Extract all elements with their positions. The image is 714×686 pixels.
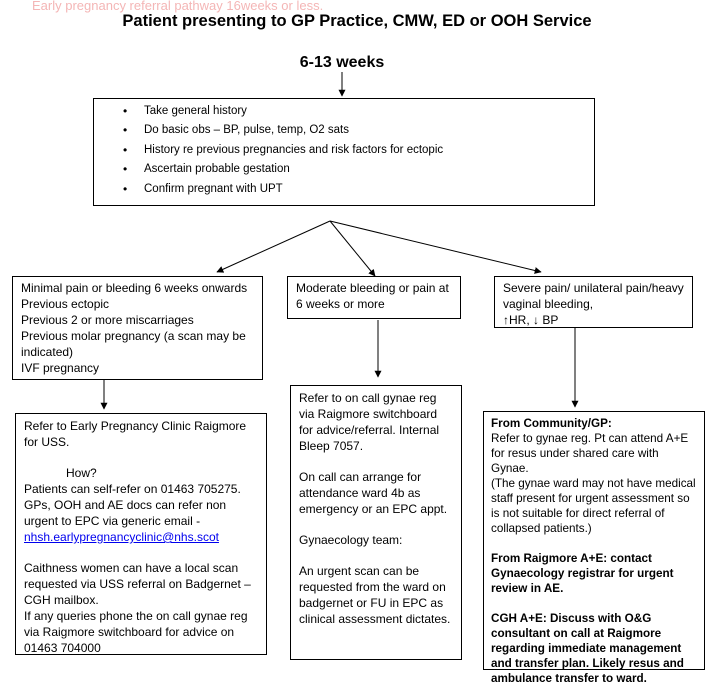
criteria-line: Previous ectopic	[21, 297, 110, 311]
criteria-line: Severe pain/ unilateral pain/heavy vagin…	[503, 281, 684, 311]
criteria-line: Moderate bleeding or pain at 6 weeks or …	[296, 281, 449, 311]
criteria-line: IVF pregnancy	[21, 361, 100, 375]
action-text: (The gynae ward may not have medical sta…	[491, 477, 696, 535]
action-text: Gynaecology team:	[299, 533, 403, 547]
action-text: On call can arrange for attendance ward …	[299, 470, 448, 516]
action-text: How?	[66, 466, 97, 480]
initial-action-item: Confirm pregnant with UPT	[94, 180, 594, 199]
arrow-to-minimal	[216, 220, 331, 273]
action-text: Refer to gynae reg. Pt can attend A+E fo…	[491, 432, 689, 475]
watermark-text: Early pregnancy referral pathway 16weeks…	[32, 0, 324, 13]
action-text: From Raigmore A+E: contact Gynaecology r…	[491, 552, 674, 595]
criteria-line: Previous molar pregnancy (a scan may be …	[21, 329, 246, 359]
action-text: Refer to Early Pregnancy Clinic Raigmore…	[24, 419, 247, 449]
moderate-action-box: Refer to on call gynae reg via Raigmore …	[290, 385, 462, 660]
moderate-criteria-box: Moderate bleeding or pain at 6 weeks or …	[287, 276, 461, 319]
action-text: Patients can self-refer on 01463 705275.…	[24, 482, 241, 528]
severe-criteria-box: Severe pain/ unilateral pain/heavy vagin…	[494, 276, 693, 328]
criteria-line: Minimal pain or bleeding 6 weeks onwards	[21, 281, 248, 295]
initial-assessment-box: Take general history Do basic obs – BP, …	[93, 98, 595, 206]
initial-action-item: Ascertain probable gestation	[94, 160, 594, 179]
action-text: An urgent scan can be requested from the…	[299, 564, 451, 626]
action-heading: From Community/GP:	[491, 417, 612, 430]
criteria-line: Previous 2 or more miscarriages	[21, 313, 194, 327]
initial-action-item: Take general history	[94, 102, 594, 121]
arrow-to-moderate	[329, 220, 376, 277]
minimal-action-box: Refer to Early Pregnancy Clinic Raigmore…	[15, 413, 267, 655]
severe-action-box: From Community/GP: Refer to gynae reg. P…	[483, 411, 705, 685]
action-text: Caithness women can have a local scan re…	[24, 561, 251, 607]
action-text: If any queries phone the on call gynae r…	[24, 609, 248, 655]
criteria-line: ↑HR, ↓ BP	[503, 313, 559, 327]
initial-actions-list: Take general history Do basic obs – BP, …	[94, 99, 594, 199]
minimal-criteria-box: Minimal pain or bleeding 6 weeks onwards…	[12, 276, 263, 380]
epc-email-link[interactable]: nhsh.earlypregnancyclinic@nhs.scot	[24, 530, 219, 544]
initial-action-item: Do basic obs – BP, pulse, temp, O2 sats	[94, 121, 594, 140]
action-text: Refer to on call gynae reg via Raigmore …	[299, 391, 440, 453]
initial-action-item: History re previous pregnancies and risk…	[94, 141, 594, 160]
action-text: CGH A+E: Discuss with O&G consultant on …	[491, 612, 684, 685]
gestation-heading: 6-13 weeks	[299, 54, 385, 71]
page-title: Patient presenting to GP Practice, CMW, …	[122, 12, 592, 30]
arrow-to-severe	[329, 220, 542, 274]
